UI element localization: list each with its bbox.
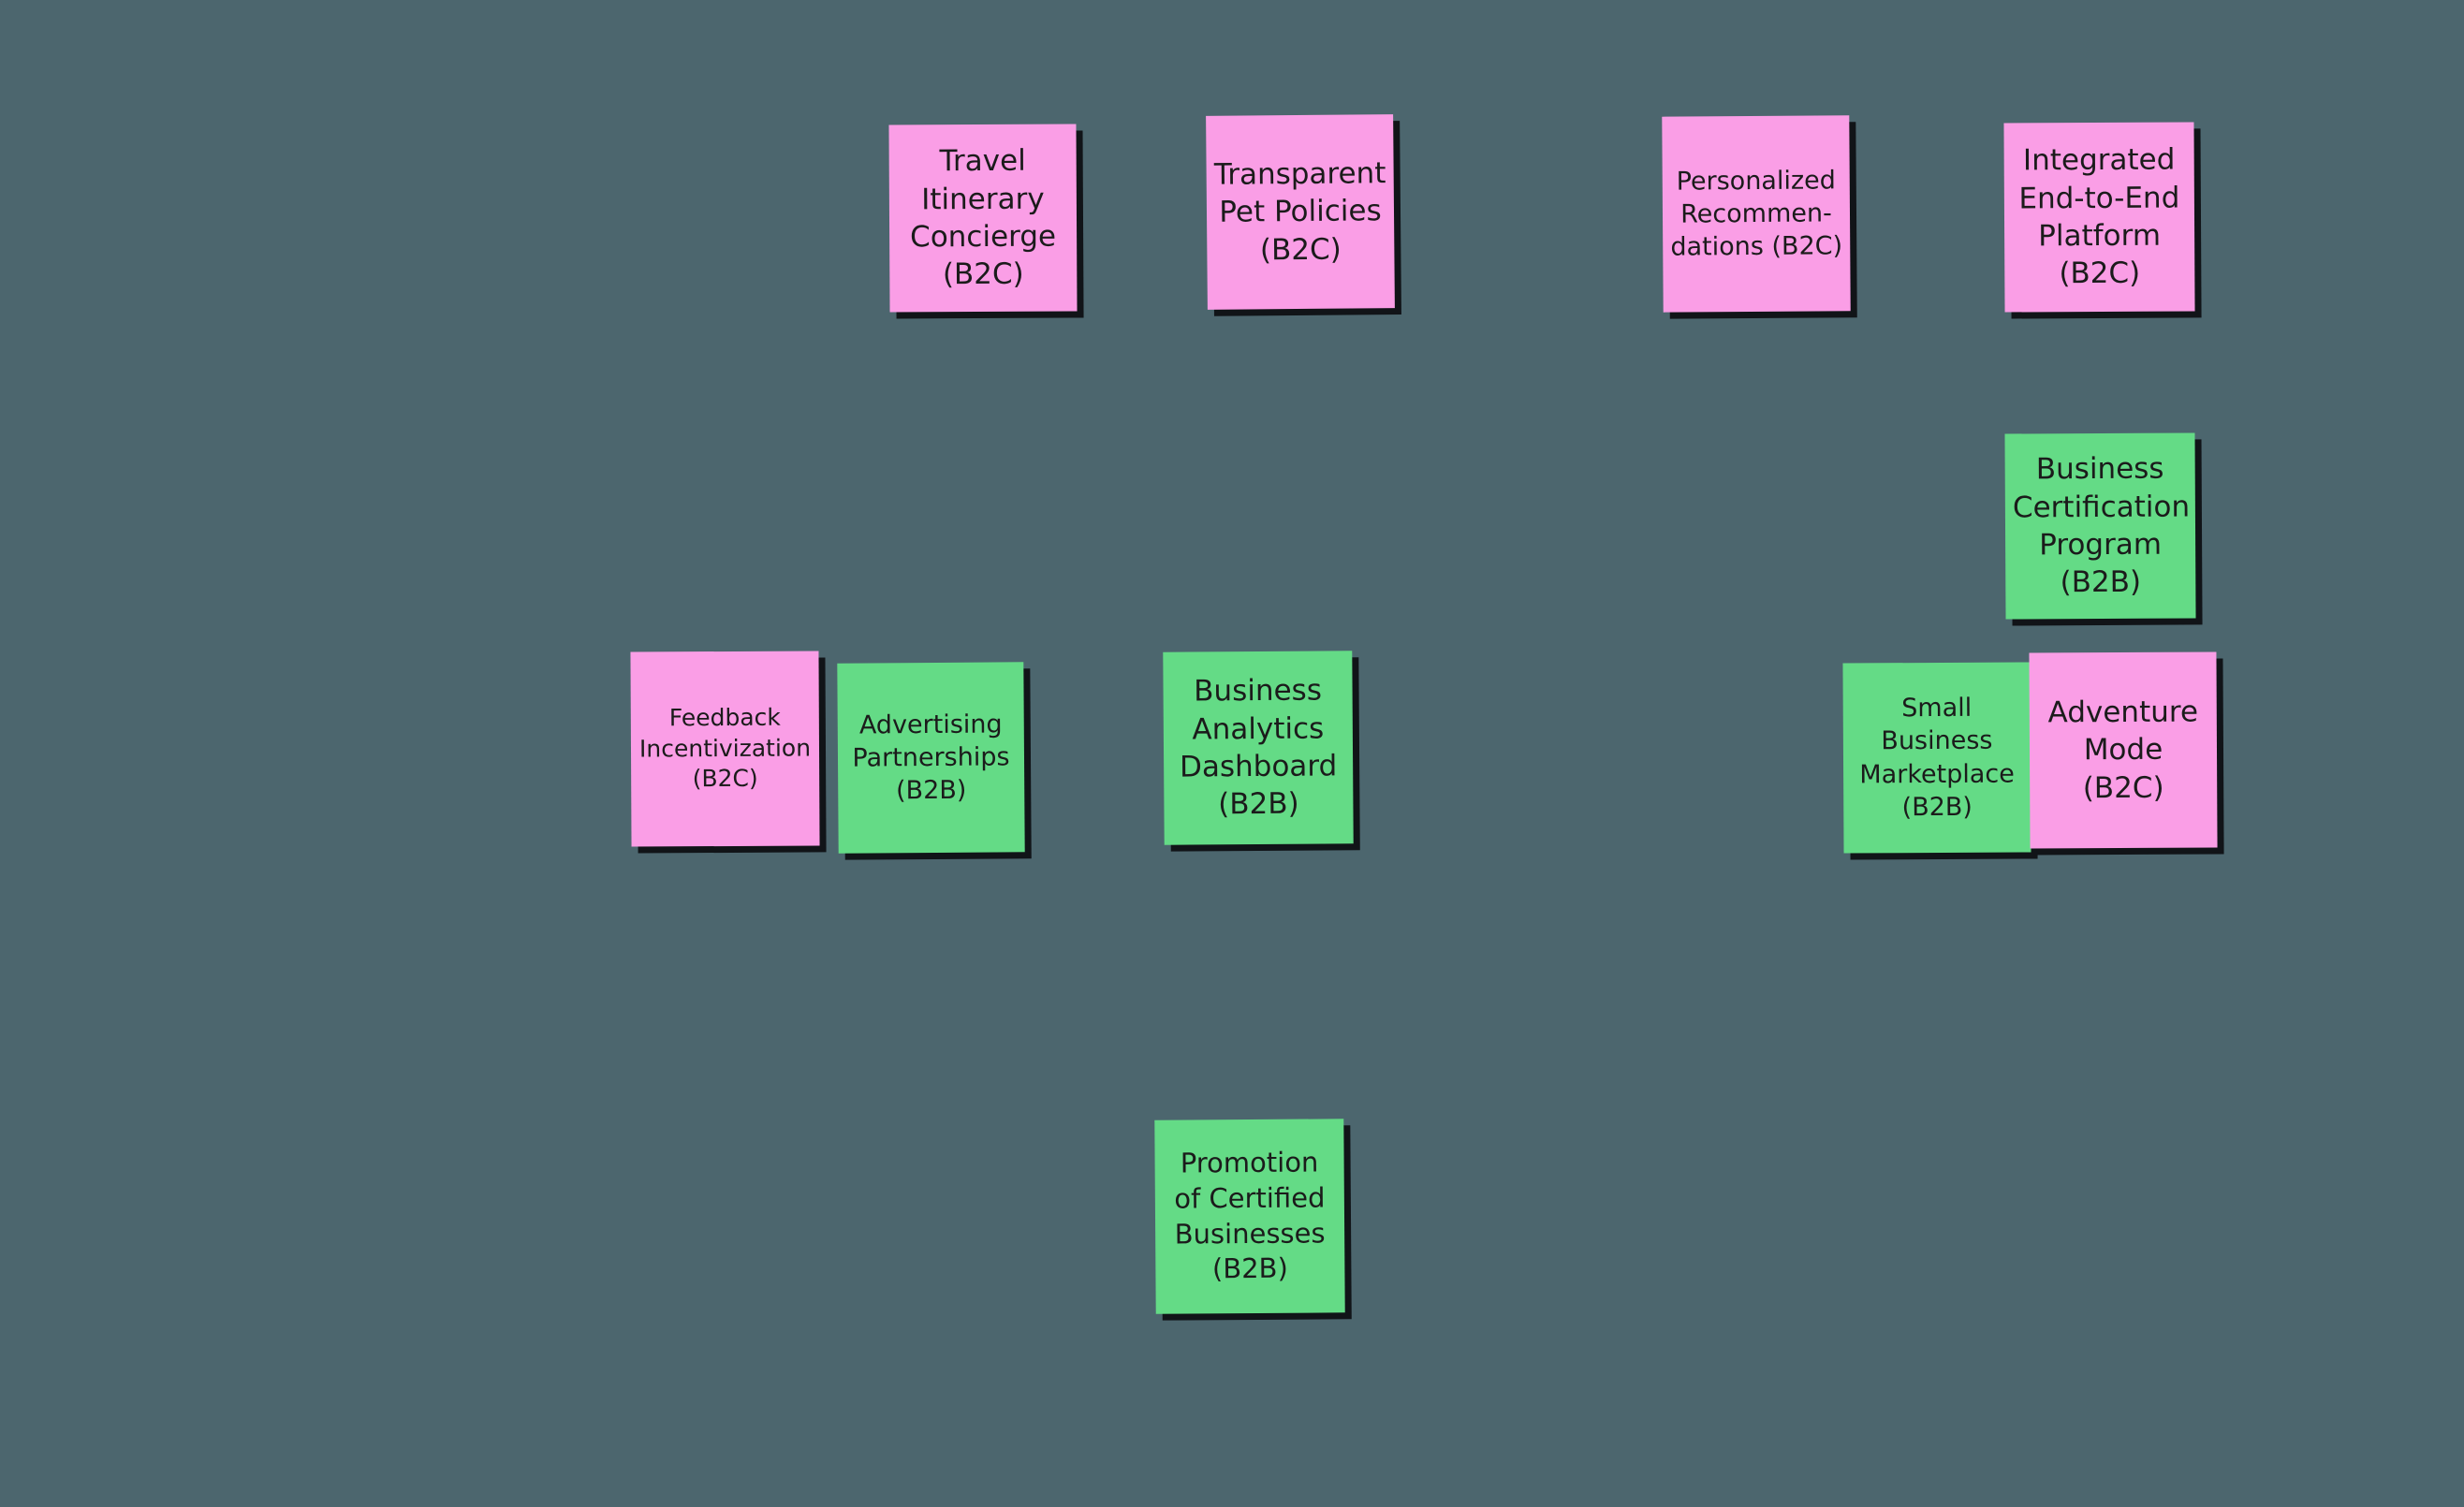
sticky-note-promotion-of-certified-businesses[interactable]: Promotion of Certified Businesses (B2B): [1154, 1119, 1345, 1314]
sticky-note-text: Business Analytics Dashboard (B2B): [1179, 673, 1338, 822]
sticky-note-small-business-marketplace[interactable]: Small Business Marketplace (B2B): [1842, 662, 2031, 854]
sticky-note-text: Promotion of Certified Businesses (B2B): [1174, 1146, 1326, 1285]
sticky-note-text: Transparent Pet Policies (B2C): [1213, 156, 1386, 268]
sticky-note-personalized-recommendations[interactable]: Personalized Recommen- dations (B2C): [1662, 115, 1851, 313]
sticky-note-text: Small Business Marketplace (B2B): [1859, 694, 2015, 822]
sticky-note-adventure-mode[interactable]: Adventure Mode (B2C): [2029, 651, 2218, 849]
sticky-note-text: Feedback Incentivization (B2C): [638, 703, 812, 793]
sticky-note-text: Integrated End-to-End Platform (B2C): [2018, 142, 2180, 291]
sticky-note-feedback-incentivization[interactable]: Feedback Incentivization (B2C): [630, 651, 820, 847]
sticky-note-transparent-pet-policies[interactable]: Transparent Pet Policies (B2C): [1206, 114, 1395, 310]
sticky-note-text: Personalized Recommen- dations (B2C): [1670, 166, 1843, 262]
sticky-note-advertising-partnerships[interactable]: Advertising Partnerships (B2B): [837, 662, 1025, 854]
sticky-note-integrated-end-to-end-platform[interactable]: Integrated End-to-End Platform (B2C): [2003, 122, 2195, 313]
sticky-note-text: Adventure Mode (B2C): [2047, 695, 2199, 805]
sticky-note-text: Travel Itinerary Concierge (B2C): [910, 144, 1057, 292]
sticky-note-text: Advertising Partnerships (B2B): [852, 710, 1010, 806]
sticky-note-travel-itinerary-concierge[interactable]: Travel Itinerary Concierge (B2C): [888, 124, 1078, 313]
sticky-note-business-certification-program[interactable]: Business Certification Program (B2B): [2004, 432, 2196, 620]
sticky-note-text: Business Certification Program (B2B): [2012, 452, 2191, 600]
sticky-note-business-analytics-dashboard[interactable]: Business Analytics Dashboard (B2B): [1163, 651, 1354, 845]
